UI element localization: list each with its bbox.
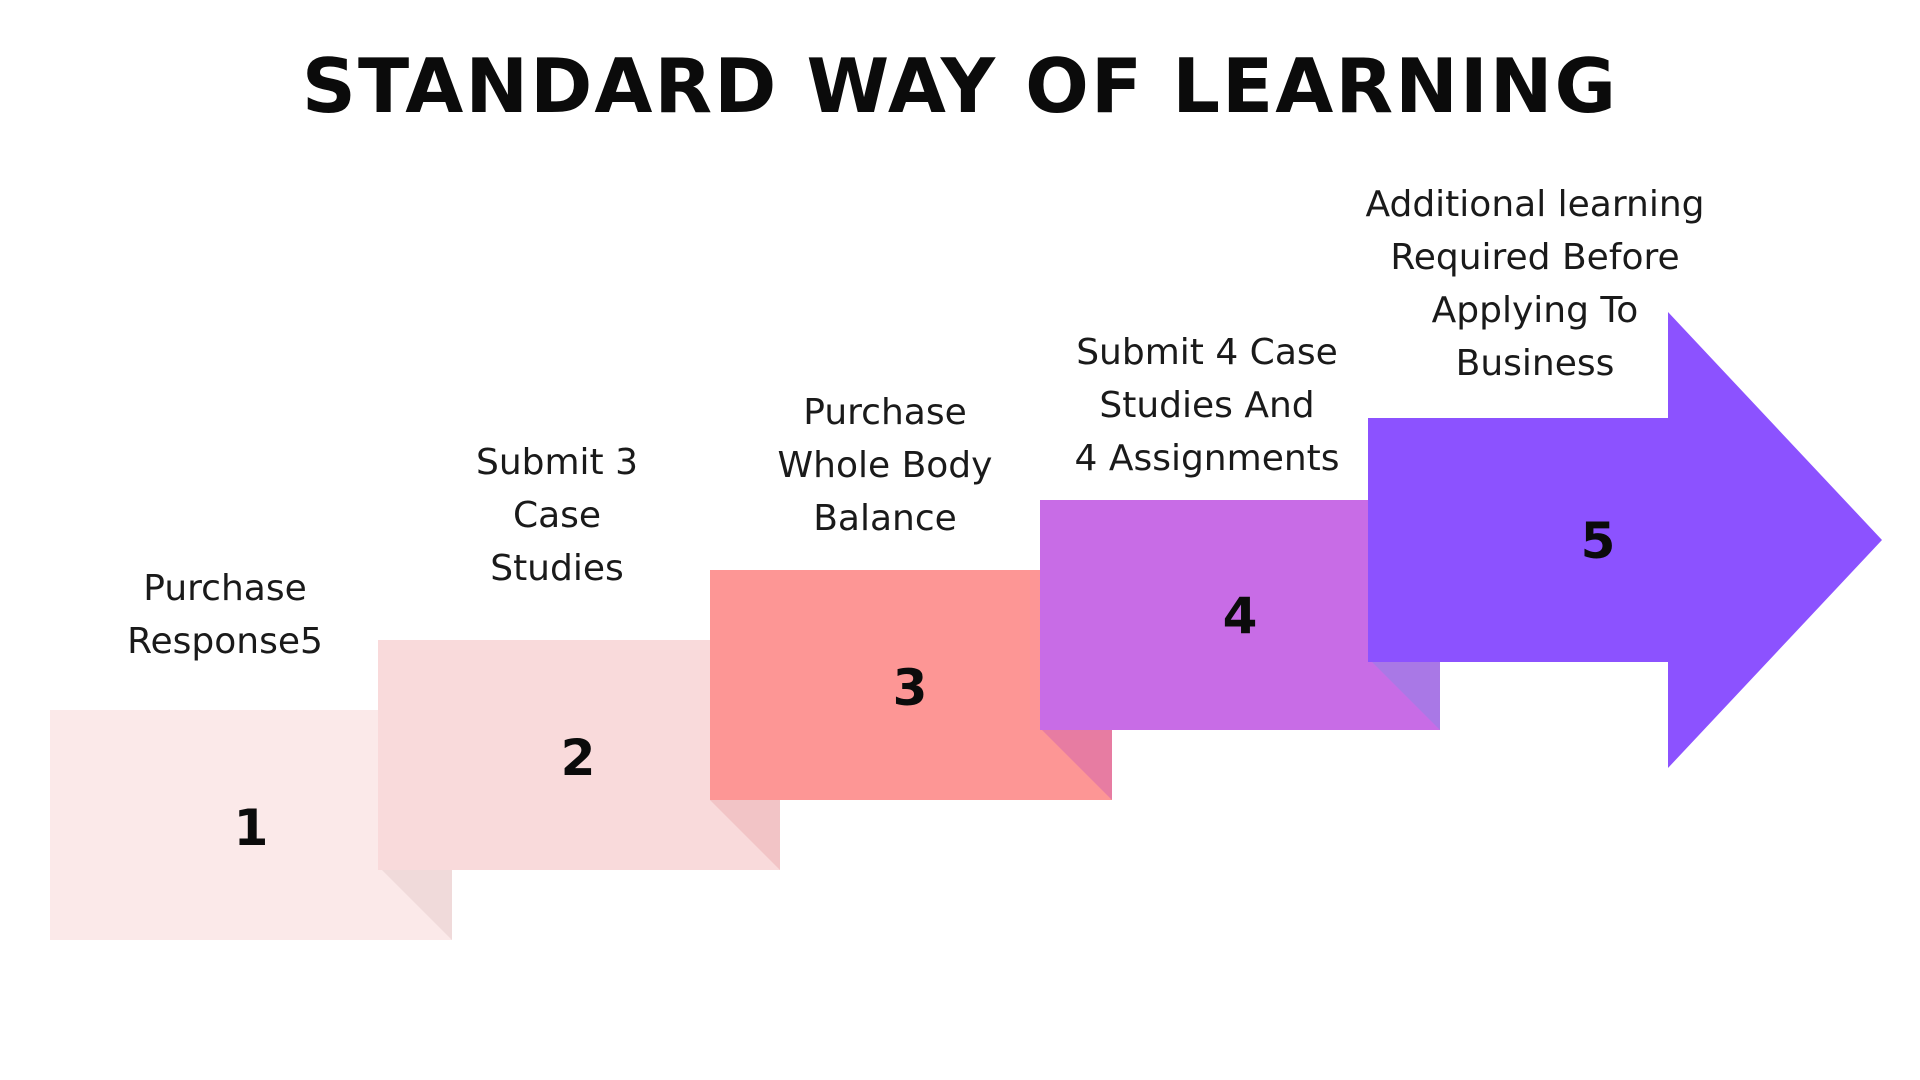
step-5-label: Additional learning Required Before Appl… [1365,184,1705,384]
step-4-label: Submit 4 Case Studies And 4 Assignments [1074,332,1340,479]
step-1-number: 1 [234,799,269,857]
step-2-fold-shadow [710,800,780,870]
step-4-number: 4 [1223,587,1258,645]
step-1-fold-shadow [382,870,452,940]
step-4-fold-shadow [1370,660,1440,730]
step-3-label: Purchase Whole Body Balance [777,392,993,539]
step-5-arrow [1368,312,1882,768]
step-2-number: 2 [561,729,596,787]
step-1-label: Purchase Response5 [127,568,323,662]
step-5-number: 5 [1581,512,1616,570]
step-3-fold-shadow [1042,730,1112,800]
step-2-label: Submit 3 Case Studies [475,442,639,589]
step-3-number: 3 [893,659,928,717]
step-5: 5 [1368,312,1882,768]
page-title: STANDARD WAY OF LEARNING [301,42,1619,130]
